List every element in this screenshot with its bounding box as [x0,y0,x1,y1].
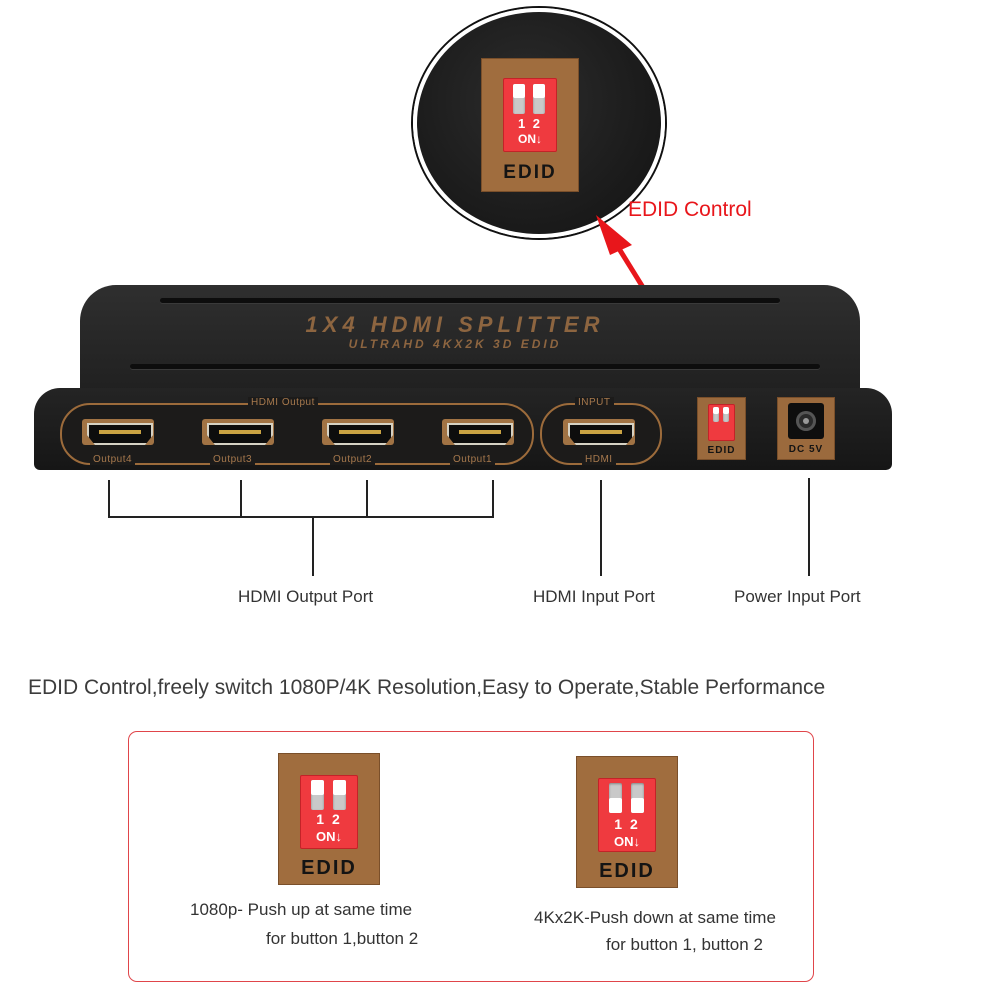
hdmi-output-port-2[interactable] [322,419,394,445]
dip-numbers-4k: 1 2 [614,816,640,832]
input-top-label: INPUT [575,397,614,408]
edid-switch-4k: 1 2 ON↓ EDID [576,756,678,888]
device-groove-bottom [130,364,820,369]
dip-edid-label-1080p: EDID [301,857,357,879]
dip-on-label-1080p: ON↓ [316,829,342,844]
device-title: 1X4 HDMI SPLITTER [305,312,605,337]
device-groove-top [160,298,780,303]
edid-dip-switch-device[interactable]: EDID [697,397,746,460]
output-port-label-4: Output4 [90,454,136,465]
hdmi-input-port-callout: HDMI Input Port [533,587,655,606]
hdmi-output-port-1[interactable] [442,419,514,445]
mode-1080p-line1: 1080p- Push up at same time [190,900,413,919]
hdmi-output-port-callout: HDMI Output Port [238,587,374,606]
bracket-line [366,480,368,517]
edid-dip-switch-zoomed: 1 2 ON↓ EDID [481,58,579,192]
edid-modes-box [128,731,814,982]
mode-4k-line1: 4Kx2K-Push down at same time [534,908,776,927]
dip-numbers: 1 2 [517,116,543,131]
headline: EDID Control,freely switch 1080P/4K Reso… [28,676,826,699]
device-subtitle: ULTRAHD 4KX2K 3D EDID [348,337,562,351]
dc-jack-panel: DC 5V [777,397,835,460]
hdmi-output-port-3[interactable] [202,419,274,445]
output-port-label-1: Output1 [450,454,496,465]
mode-1080p-line2: for button 1,button 2 [266,929,419,948]
dc-jack[interactable] [788,403,824,439]
dip-on-label: ON↓ [518,132,542,146]
hdmi-input-port[interactable] [563,419,635,445]
mode-4k-line2: for button 1, button 2 [606,935,763,954]
device-edid-label: EDID [707,445,736,456]
dip-numbers-1080p: 1 2 [316,811,342,827]
dip-edid-label-4k: EDID [599,860,655,882]
bracket-line [240,480,242,517]
power-input-port-callout: Power Input Port [734,587,861,606]
power-pointer-line [808,478,810,576]
hdmi-output-port-4[interactable] [82,419,154,445]
edid-zoom-circle: 1 2 ON↓ EDID [413,8,665,238]
dip-on-label-4k: ON↓ [614,834,640,849]
edid-switch-1080p: 1 2 ON↓ EDID [278,753,380,885]
input-pointer-line [600,480,602,576]
device-top-surface [80,285,860,400]
input-bottom-label: HDMI [582,454,616,465]
bracket-line [492,480,494,517]
bracket-line [108,480,110,517]
dip-edid-label: EDID [503,162,557,183]
dc-label: DC 5V [788,444,824,455]
bracket-line [312,516,314,576]
bracket-line [108,516,494,518]
output-port-label-3: Output3 [210,454,256,465]
output-port-label-2: Output2 [330,454,376,465]
hdmi-output-group-label: HDMI Output [248,397,318,408]
edid-control-callout: EDID Control [628,198,752,221]
